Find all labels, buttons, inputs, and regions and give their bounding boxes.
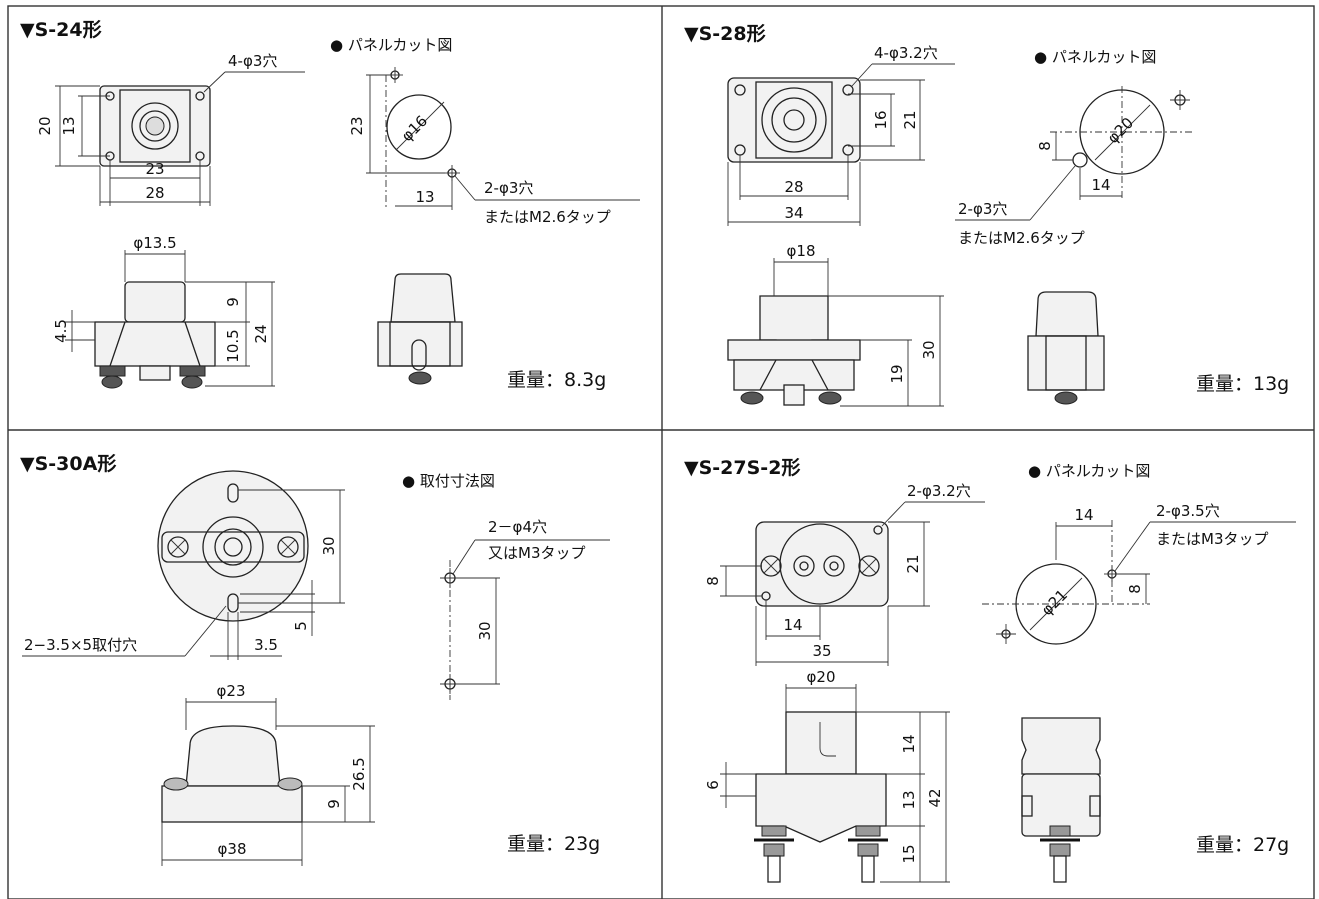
dim-20: 20 (36, 116, 54, 135)
dim-hole: 4-φ3穴 (228, 52, 277, 70)
panel-s27s2: ▼S-27S-2形 ● パネルカット図 重量：27g 2-φ3.2穴 8 21 … (684, 457, 1296, 883)
top-view: 30 5 3.5 2−3.5×5取付穴 (22, 470, 345, 660)
front-view (1027, 291, 1105, 405)
dim-cut-tap: またはM2.6タップ (484, 208, 611, 226)
top-view: 4-φ3.2穴 16 21 28 34 (727, 44, 955, 226)
dim-265: 26.5 (350, 757, 368, 790)
weight-label: 重量：13g (1196, 373, 1289, 395)
top-view: 4-φ3穴 20 13 23 28 (36, 52, 305, 206)
dim-30: 30 (320, 536, 338, 555)
dim-105: 10.5 (224, 329, 242, 362)
mounting-view: 30 2－φ4穴 又はM3タップ (440, 518, 610, 700)
panel-cut-view: φ16 23 13 2-φ3穴 またはM2.6タップ (348, 67, 640, 226)
dim-35: 3.5 (254, 636, 278, 654)
dim-6: 6 (704, 780, 722, 790)
dim-30: 30 (920, 340, 938, 359)
dim-hole: 4-φ3.2穴 (874, 44, 938, 62)
dim-mnt-tap: 又はM3タップ (488, 544, 586, 562)
dim-cut-hole: 2-φ3.5穴 (1156, 502, 1220, 520)
dim-45: 4.5 (52, 319, 70, 343)
dim-d21: φ21 (1038, 586, 1071, 619)
panel-cut-heading: ● パネルカット図 (1028, 462, 1150, 480)
top-view: 2-φ3.2穴 8 21 14 35 (704, 482, 985, 666)
dim-15: 15 (900, 844, 918, 863)
panel-cut-view: φ21 14 8 2-φ3.5穴 またはM3タップ (982, 502, 1296, 645)
dim-d20: φ20 (807, 668, 836, 686)
panel-cut-heading: ● パネルカット図 (330, 36, 452, 54)
dim-d18: φ18 (787, 242, 816, 260)
dim-13: 13 (900, 790, 918, 809)
dim-14: 14 (783, 616, 802, 634)
weight-label: 重量：27g (1196, 834, 1289, 856)
dim-cut-hole: 2-φ3穴 (958, 200, 1007, 218)
dim-21: 21 (904, 554, 922, 573)
dim-5: 5 (292, 621, 310, 631)
dim-8: 8 (704, 576, 722, 586)
dim-d135: φ13.5 (133, 234, 176, 252)
dim-mnt-30: 30 (476, 621, 494, 640)
dim-d38: φ38 (218, 840, 247, 858)
dim-24: 24 (252, 324, 270, 343)
dim-28: 28 (784, 178, 803, 196)
dim-14: 14 (900, 734, 918, 753)
panel-title: ▼S-24形 (20, 19, 102, 41)
panel-s28: ▼S-28形 ● パネルカット図 重量：13g 4-φ3.2穴 16 21 28… (684, 23, 1289, 407)
dim-23: 23 (145, 160, 164, 178)
panel-title: ▼S-27S-2形 (684, 457, 800, 479)
side-view: φ23 φ38 9 26.5 (161, 682, 375, 866)
dim-14: 14 (1091, 176, 1110, 194)
front-view (377, 273, 463, 385)
side-view: φ20 6 14 13 15 42 (704, 668, 950, 883)
dim-mnt-hole: 2－φ4穴 (488, 518, 547, 536)
dim-19: 19 (888, 364, 906, 383)
panel-grid (7, 5, 1315, 899)
dim-9: 9 (224, 297, 242, 307)
dim-cut-hole: 2-φ3穴 (484, 179, 533, 197)
dim-cut-tap: またはM3タップ (1156, 530, 1269, 548)
dim-28: 28 (145, 184, 164, 202)
dim-13: 13 (415, 188, 434, 206)
dim-34: 34 (784, 204, 803, 222)
dim-d23: φ23 (217, 682, 246, 700)
side-view: φ18 19 30 (727, 242, 944, 407)
panel-s30a: ▼S-30A形 ● 取付寸法図 重量：23g 30 5 3.5 2−3.5×5取… (20, 453, 610, 866)
panel-cut-heading: ● 取付寸法図 (402, 472, 495, 490)
panel-title: ▼S-30A形 (20, 453, 116, 475)
dim-d20: φ20 (1104, 114, 1137, 147)
dim-slot: 2−3.5×5取付穴 (24, 636, 137, 654)
panel-title: ▼S-28形 (684, 23, 766, 45)
dim-13: 13 (60, 116, 78, 135)
weight-label: 重量：23g (507, 833, 600, 855)
weight-label: 重量：8.3g (507, 369, 606, 391)
panel-s24: ▼S-24形 ● パネルカット図 重量：8.3g 4-φ3穴 20 13 23 (20, 19, 640, 391)
dim-9: 9 (325, 799, 343, 809)
dim-16: 16 (872, 110, 890, 129)
dim-42: 42 (926, 788, 944, 807)
dim-d16: φ16 (398, 112, 431, 145)
front-view (1021, 717, 1101, 883)
dim-8: 8 (1036, 141, 1054, 151)
dim-hole: 2-φ3.2穴 (907, 482, 971, 500)
dim-35: 35 (812, 642, 831, 660)
dim-8: 8 (1126, 584, 1144, 594)
panel-cut-view: φ20 8 14 2-φ3穴 またはM2.6タップ (955, 86, 1192, 247)
dim-14: 14 (1074, 506, 1093, 524)
dim-21: 21 (901, 110, 919, 129)
dim-23: 23 (348, 116, 366, 135)
panel-cut-heading: ● パネルカット図 (1034, 48, 1156, 66)
side-view: φ13.5 4.5 9 10.5 24 (52, 234, 275, 389)
dim-cut-tap: またはM2.6タップ (958, 229, 1085, 247)
